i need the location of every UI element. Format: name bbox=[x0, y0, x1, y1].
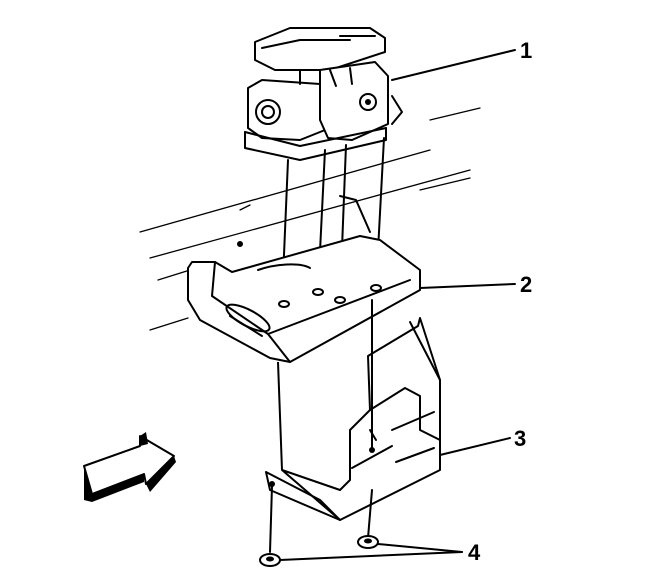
callout-4: 4 bbox=[468, 540, 481, 565]
nuts bbox=[259, 535, 379, 567]
nut-studs bbox=[269, 485, 373, 553]
callout-3: 3 bbox=[514, 426, 526, 451]
module bbox=[244, 27, 403, 161]
upper-bracket bbox=[187, 195, 421, 363]
lower-bracket bbox=[265, 299, 441, 521]
leader-lines bbox=[279, 49, 516, 561]
callout-2: 2 bbox=[520, 272, 532, 297]
forward-arrow-icon bbox=[83, 432, 176, 502]
callout-1: 1 bbox=[520, 38, 532, 63]
